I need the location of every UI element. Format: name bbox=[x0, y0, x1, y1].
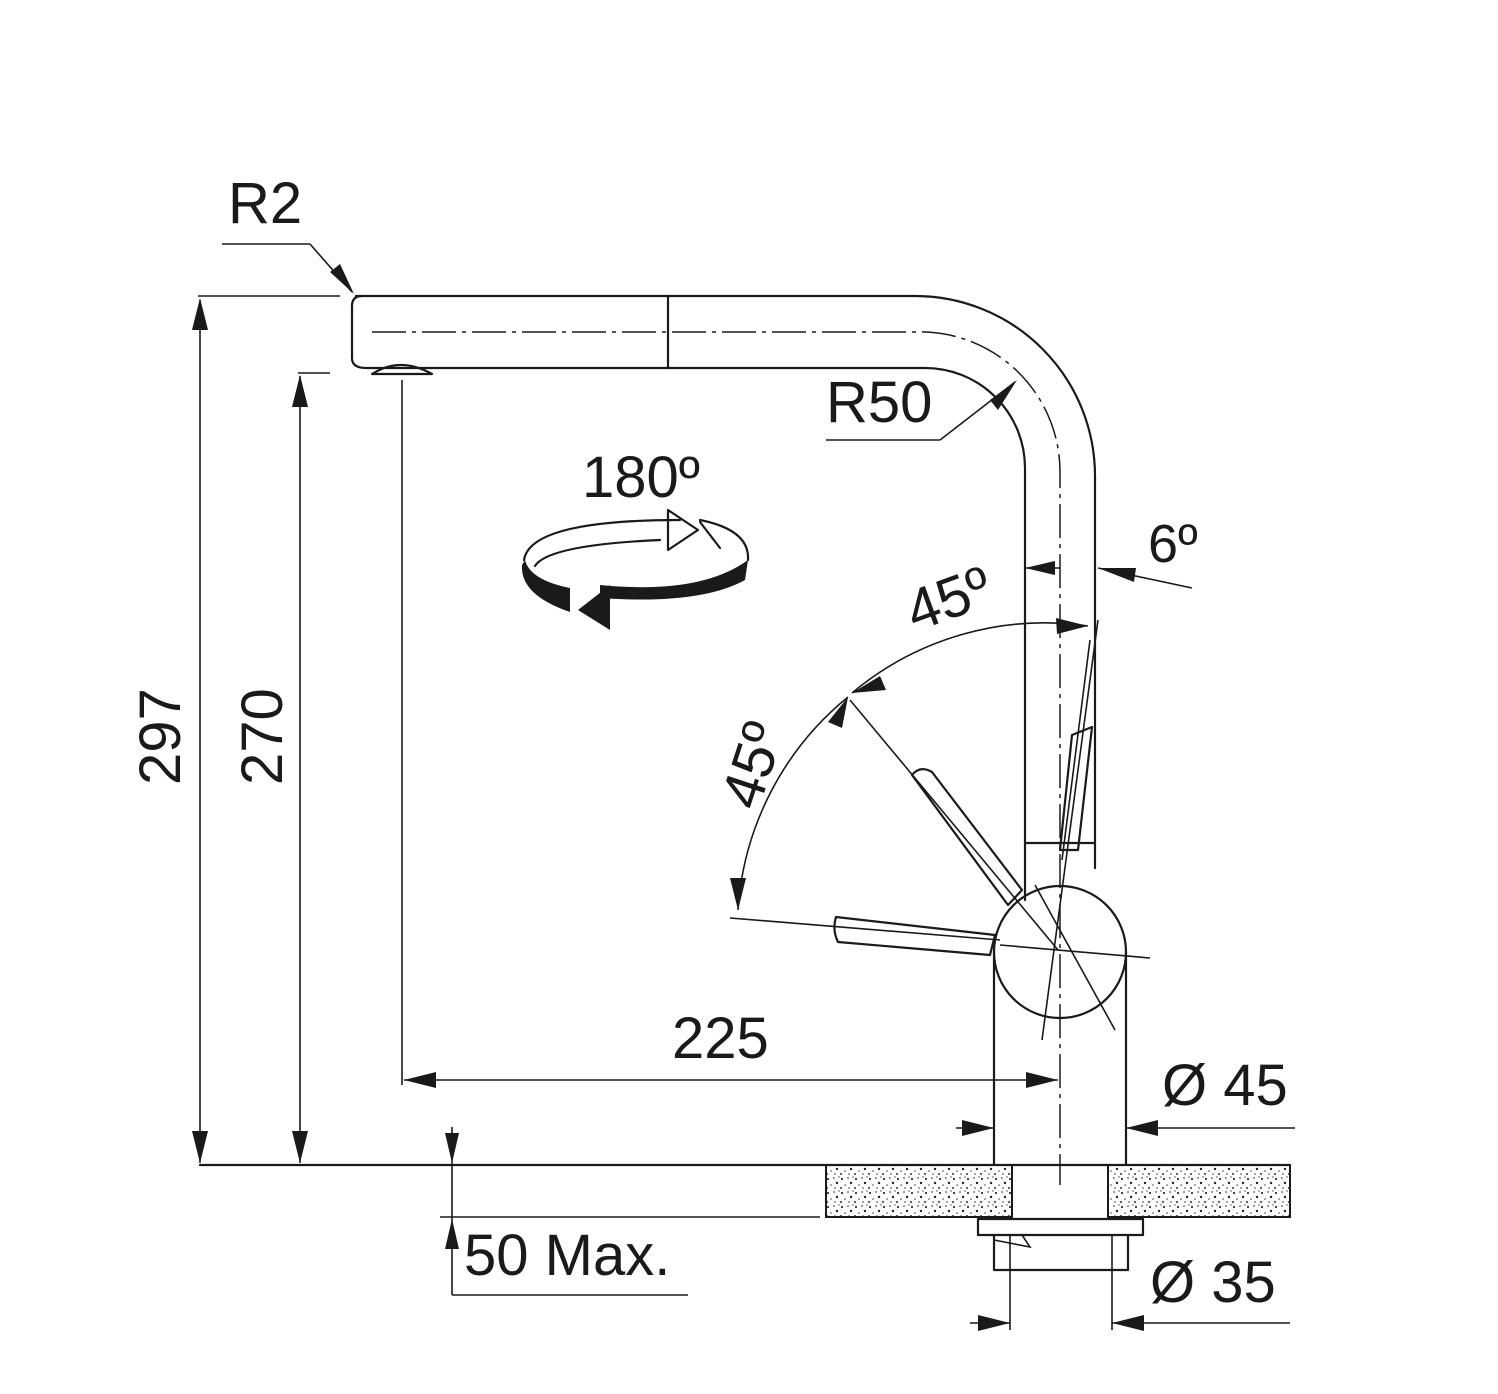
dimension-225 bbox=[401, 380, 1058, 1088]
angle-45-upper-arc bbox=[851, 618, 1089, 694]
leader-r50 bbox=[826, 380, 1017, 441]
label-r50: R50 bbox=[826, 370, 932, 435]
dimension-diameter-45 bbox=[956, 1120, 1295, 1136]
lever-handle-90 bbox=[729, 915, 1001, 957]
label-rotation-180: 180º bbox=[582, 445, 700, 510]
lever-handle-up bbox=[1058, 639, 1094, 861]
countertop bbox=[198, 1163, 1292, 1218]
label-angle-45-lower: 45º bbox=[709, 714, 797, 816]
label-50-max: 50 Max. bbox=[464, 1223, 670, 1288]
label-height-270: 270 bbox=[230, 688, 295, 785]
label-diameter-35: Ø 35 bbox=[1150, 1250, 1276, 1315]
lever-handle-45 bbox=[849, 699, 1059, 951]
rotation-180-icon bbox=[521, 508, 750, 630]
dimension-diameter-35 bbox=[970, 1315, 1290, 1331]
angle-6-dimension bbox=[1025, 561, 1193, 589]
dimension-270 bbox=[292, 372, 330, 1163]
label-angle-45-upper: 45º bbox=[897, 554, 1000, 644]
label-height-297: 297 bbox=[128, 688, 193, 785]
dimension-297 bbox=[192, 295, 340, 1163]
spout-body bbox=[350, 294, 1097, 1185]
label-angle-6: 6º bbox=[1148, 514, 1198, 574]
mounting-shank bbox=[976, 1217, 1145, 1330]
label-diameter-45: Ø 45 bbox=[1162, 1053, 1288, 1118]
label-r2: R2 bbox=[228, 171, 302, 236]
leader-r2 bbox=[222, 243, 354, 294]
label-reach-225: 225 bbox=[672, 1006, 769, 1071]
angle-45-lower-arc bbox=[730, 696, 849, 911]
lever-housing bbox=[992, 619, 1151, 1167]
dimension-50-max bbox=[445, 1127, 688, 1296]
